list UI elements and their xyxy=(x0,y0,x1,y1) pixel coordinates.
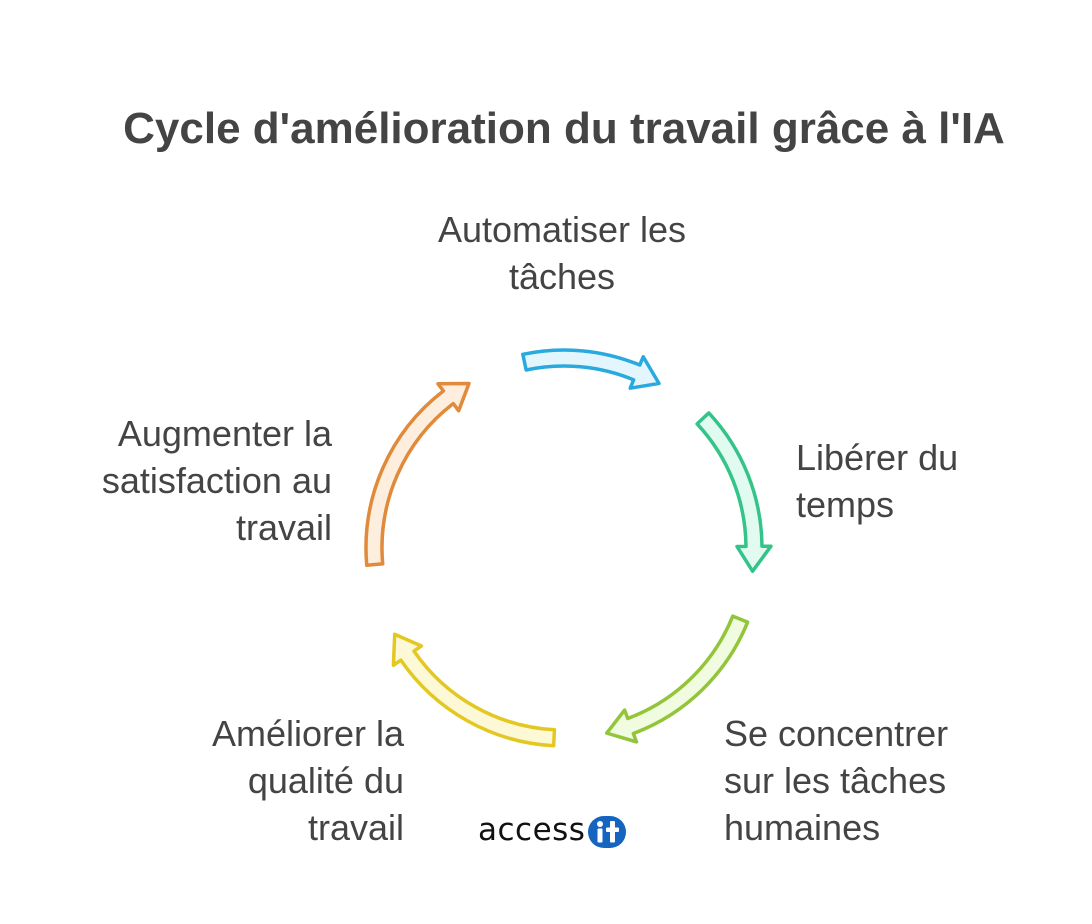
step-label-line: temps xyxy=(796,484,895,525)
cycle-arrow-satisfaction xyxy=(364,381,471,568)
cycle-arrow-focus xyxy=(604,614,750,744)
diagram-title: Cycle d'amélioration du travail grâce à … xyxy=(123,104,1005,153)
step-label-line: Automatiser les xyxy=(437,209,687,250)
step-label-line: tâches xyxy=(508,256,616,297)
step-label-line: sur les tâches xyxy=(724,760,947,801)
step-label-line: qualité du xyxy=(247,760,404,801)
logo-badge-icon xyxy=(588,816,627,848)
step-label-line: Améliorer la xyxy=(211,713,404,754)
step-label-automate-tasks: Automatiser les tâches xyxy=(420,206,704,300)
step-label-increase-satisfaction: Augmenter la satisfaction au travail xyxy=(40,410,332,551)
step-label-line: Libérer du xyxy=(796,437,959,478)
step-label-focus-human-tasks: Se concentrer sur les tâches humaines xyxy=(724,710,948,851)
step-label-free-time: Libérer du temps xyxy=(796,434,958,528)
step-label-improve-quality: Améliorer la qualité du travail xyxy=(150,710,404,851)
step-label-line: travail xyxy=(235,507,332,548)
cycle-arrow-automate xyxy=(521,348,661,390)
step-label-line: travail xyxy=(307,807,404,848)
cycle-arrow-free-time xyxy=(695,411,773,573)
step-label-line: satisfaction au xyxy=(101,460,332,501)
step-label-line: Augmenter la xyxy=(117,413,332,454)
logo-wordmark: access xyxy=(478,812,586,848)
access-it-logo: access xyxy=(478,808,627,852)
step-label-line: humaines xyxy=(724,807,881,848)
cycle-arrow-quality xyxy=(391,632,557,748)
step-label-line: Se concentrer xyxy=(724,713,949,754)
